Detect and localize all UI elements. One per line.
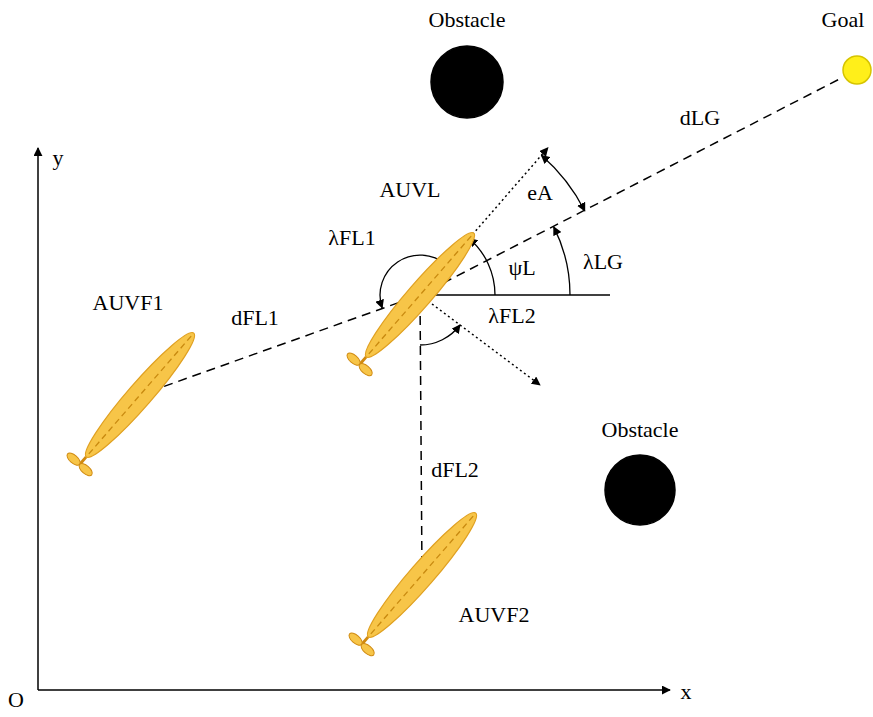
auv-node: AUVF2 (412, 565, 432, 585)
angle-label: λFL1 (328, 226, 375, 250)
object-name: Obstacle (602, 418, 679, 442)
distance-line (430, 78, 842, 290)
vehicle-name: AUVF2 (459, 603, 530, 627)
psi-arc (469, 238, 495, 295)
object-name: Obstacle (429, 8, 506, 32)
auv-symbol (302, 455, 542, 695)
goal-symbol (842, 55, 872, 85)
obstacle-symbol (430, 45, 504, 119)
angle-label: λLG (583, 250, 623, 274)
x-axis (38, 689, 670, 691)
vehicle-name: AUVF1 (93, 291, 164, 315)
distance-label: dFL1 (231, 306, 279, 330)
auv-node: AUVF1 (130, 385, 150, 405)
axis-label: x (681, 680, 692, 704)
angle-label: ψL (508, 256, 535, 280)
reference-line (420, 294, 610, 296)
obstacle-symbol (604, 454, 676, 526)
bearing-line (420, 295, 540, 385)
object-name: Goal (822, 8, 865, 32)
lambda-lg-arc (554, 227, 570, 295)
lambda-fl2-arc (420, 325, 460, 345)
vehicle-name: AUVL (379, 178, 440, 202)
angle-label: λFL2 (488, 304, 535, 328)
auv-symbol (300, 175, 540, 415)
obstacle-node: Obstacle (430, 45, 504, 119)
auv-node: AUVL (410, 285, 430, 305)
angle-label: eA (527, 181, 553, 205)
distance-label: dFL2 (431, 458, 479, 482)
distance-line (420, 305, 422, 565)
goal-node: Goal (842, 55, 872, 85)
axis-label: O (8, 688, 24, 712)
y-axis (37, 148, 39, 690)
axis-label: y (53, 146, 64, 170)
obstacle-node: Obstacle (604, 454, 676, 526)
distance-label: dLG (680, 106, 720, 130)
